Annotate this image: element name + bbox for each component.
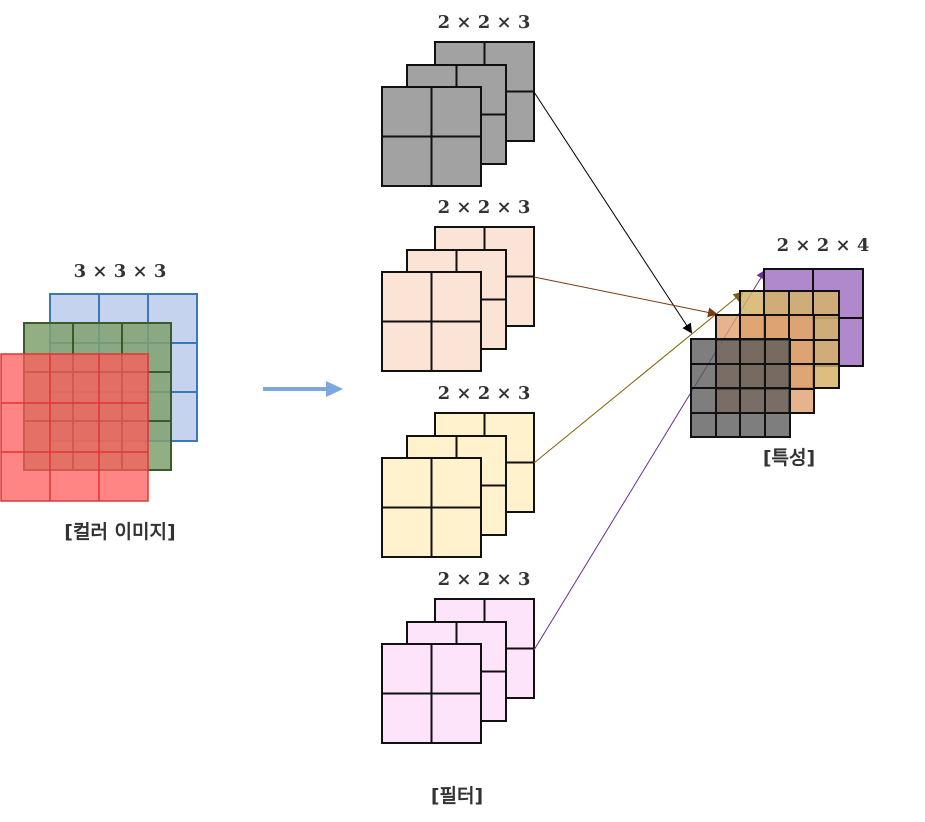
filter-2-dims-label: 2 × 2 × 3 [438,197,531,218]
input-image: 3 × 3 × 3 [컬러 이미지] [0,261,198,543]
filter-2-layer-3 [381,271,482,372]
big-arrow-icon [263,381,343,397]
filter-4: 2 × 2 × 3 [381,569,535,744]
filter-3-layer-3 [381,457,482,558]
input-dims-label: 3 × 3 × 3 [74,261,167,282]
filter-1: 2 × 2 × 3 [381,12,535,187]
output-dims-label: 2 × 2 × 4 [777,235,870,256]
input-caption: [컬러 이미지] [64,521,175,543]
filter-3: 2 × 2 × 3 [381,383,535,558]
filter-4-dims-label: 2 × 2 × 3 [438,569,531,590]
filter-4-layer-3 [381,643,482,744]
filter-3-dims-label: 2 × 2 × 3 [438,383,531,404]
feature-layer-gray [690,338,791,438]
filter-1-dims-label: 2 × 2 × 3 [438,12,531,33]
filters: 2 × 2 × 3 2 × 2 × 3 2 × 2 × 3 2 × 2 × 3 [381,12,535,744]
output-feature-map: 2 × 2 × 4 [특성] [690,235,870,469]
input-channel-red [0,353,149,502]
filter-2: 2 × 2 × 3 [381,197,535,372]
arrow-filter-2 [533,276,718,318]
output-caption: [특성] [763,447,815,469]
filter-1-layer-3 [381,86,482,187]
arrow-filter-3 [533,291,744,464]
arrow-filter-1 [533,91,693,334]
filter-caption: [필터] [431,785,483,807]
